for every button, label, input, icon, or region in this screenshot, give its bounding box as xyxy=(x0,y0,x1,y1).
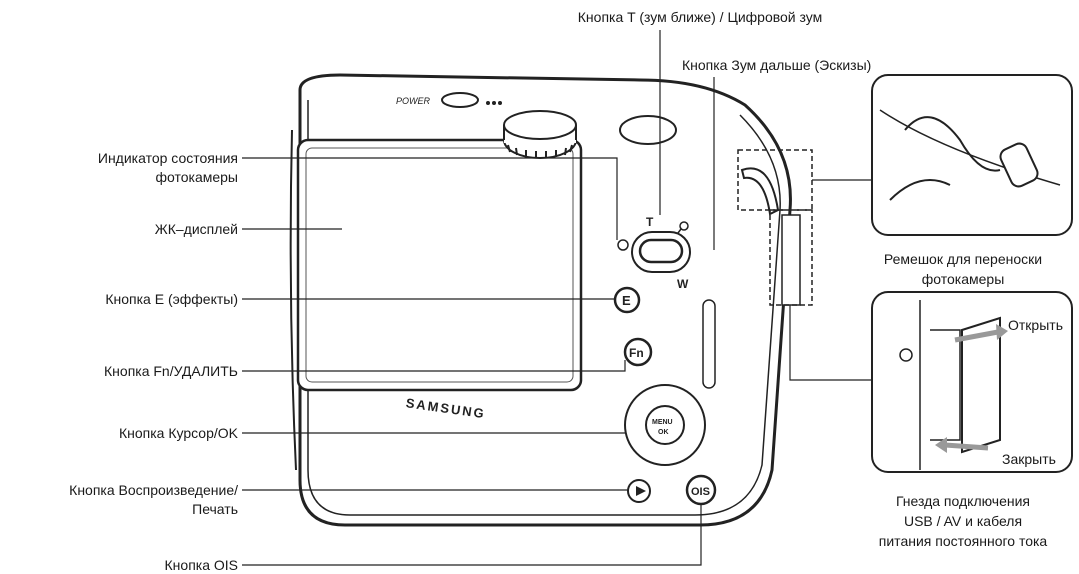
label-ois-button: Кнопка OIS xyxy=(164,557,238,573)
ports-highlight-box xyxy=(769,209,813,306)
label-play-button-line1: Кнопка Воспроизведение/ xyxy=(69,482,238,498)
fn-button-text: Fn xyxy=(629,346,644,360)
label-zoom-t: Кнопка T (зум ближе) / Цифровой зум xyxy=(577,9,823,25)
label-strap-line2: фотокамеры xyxy=(921,271,1005,287)
ois-button-text: OIS xyxy=(691,486,710,498)
label-status-lamp-line1: Индикатор состояния xyxy=(97,150,238,166)
power-text: POWER xyxy=(396,96,431,106)
label-cursor-button: Кнопка Курсор/OK xyxy=(119,425,238,441)
label-fn-button: Кнопка Fn/УДАЛИТЬ xyxy=(104,363,238,379)
e-button-text: E xyxy=(622,293,631,308)
label-play-button-line2: Печать xyxy=(192,501,238,517)
lcd-screen xyxy=(296,138,583,392)
label-strap-line1: Ремешок для переноски xyxy=(883,251,1043,267)
e-button[interactable] xyxy=(613,286,641,314)
label-lcd: ЖК–дисплей xyxy=(154,221,238,237)
callout-lines xyxy=(242,30,872,566)
ports-inset xyxy=(871,291,1073,473)
power-button[interactable] xyxy=(441,92,479,108)
fn-button[interactable] xyxy=(623,337,653,367)
menu-text: MENU xyxy=(652,419,673,426)
search-icon xyxy=(679,221,689,231)
ok-text: OK xyxy=(658,429,669,436)
strap-inset xyxy=(871,74,1073,236)
label-ports-line2: USB / AV и кабеля xyxy=(903,513,1023,529)
status-lamp xyxy=(617,239,629,251)
shutter-button[interactable] xyxy=(619,115,677,145)
label-zoom-w: Кнопка Зум дальше (Эскизы) xyxy=(682,57,872,73)
label-status-lamp-line2: фотокамеры xyxy=(155,169,238,185)
cursor-pad[interactable] xyxy=(624,384,706,466)
open-arrow xyxy=(954,329,999,343)
label-ports-line3: питания постоянного тока xyxy=(878,533,1048,549)
zoom-rocker[interactable] xyxy=(631,231,691,273)
label-close: Закрыть xyxy=(1002,451,1056,467)
label-ports-line1: Гнезда подключения xyxy=(895,493,1031,509)
close-arrow xyxy=(944,442,989,451)
mode-dial[interactable] xyxy=(503,110,577,159)
label-open: Открыть xyxy=(1008,317,1063,333)
zoom-t-text: T xyxy=(646,215,654,229)
zoom-w-text: W xyxy=(677,277,689,291)
label-e-button: Кнопка E (эффекты) xyxy=(105,291,238,307)
